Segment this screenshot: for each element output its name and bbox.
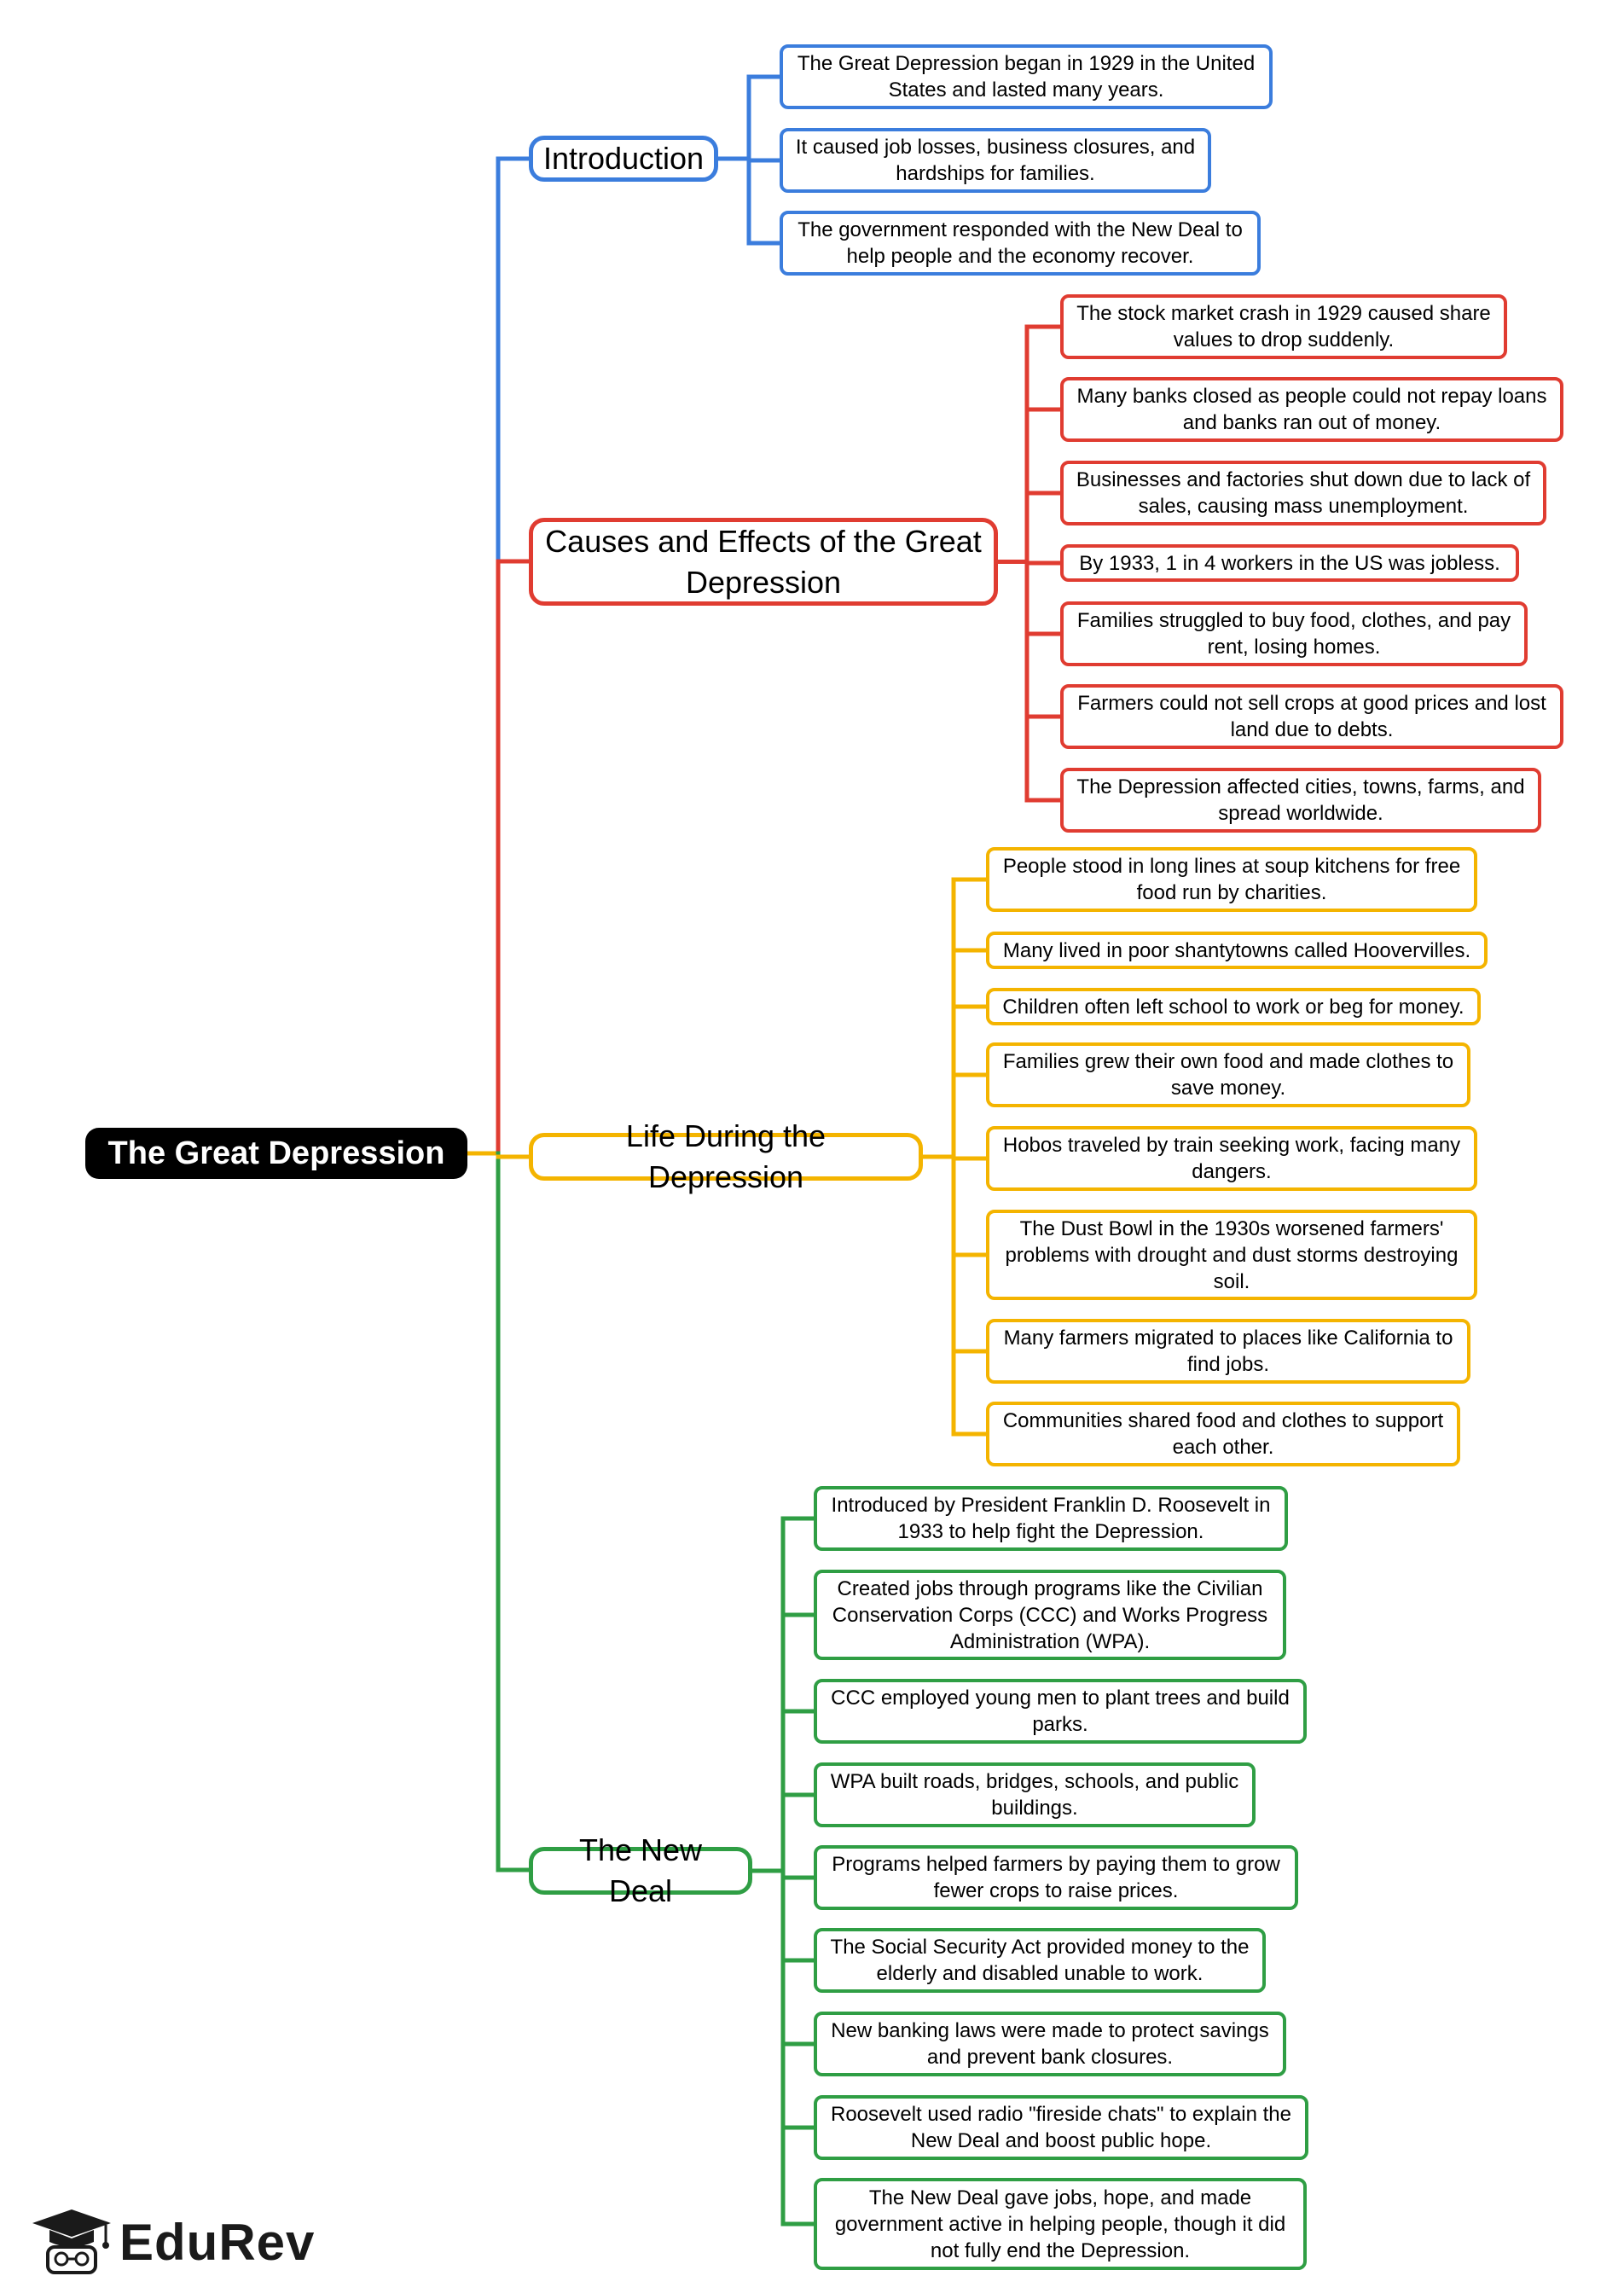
leaf-introduction-1[interactable]: The Great Depression began in 1929 in th… bbox=[780, 44, 1273, 109]
leaf-new-deal-9[interactable]: The New Deal gave jobs, hope, and made g… bbox=[814, 2178, 1307, 2270]
leaf-new-deal-5[interactable]: Programs helped farmers by paying them t… bbox=[814, 1845, 1298, 1910]
logo-text: EduRev bbox=[119, 2213, 316, 2271]
leaf-life-7[interactable]: Many farmers migrated to places like Cal… bbox=[986, 1319, 1470, 1384]
leaf-life-4[interactable]: Families grew their own food and made cl… bbox=[986, 1042, 1470, 1107]
branch-introduction[interactable]: Introduction bbox=[529, 136, 718, 182]
leaf-new-deal-1[interactable]: Introduced by President Franklin D. Roos… bbox=[814, 1486, 1288, 1551]
leaf-introduction-2[interactable]: It caused job losses, business closures,… bbox=[780, 128, 1211, 193]
leaf-life-2[interactable]: Many lived in poor shantytowns called Ho… bbox=[986, 932, 1488, 969]
leaf-life-6[interactable]: The Dust Bowl in the 1930s worsened farm… bbox=[986, 1210, 1477, 1300]
leaf-causes-4[interactable]: By 1933, 1 in 4 workers in the US was jo… bbox=[1060, 544, 1519, 582]
leaf-causes-3[interactable]: Businesses and factories shut down due t… bbox=[1060, 461, 1546, 525]
leaf-causes-5[interactable]: Families struggled to buy food, clothes,… bbox=[1060, 601, 1528, 666]
leaf-life-1[interactable]: People stood in long lines at soup kitch… bbox=[986, 847, 1477, 912]
edurev-logo: EduRev bbox=[31, 2208, 315, 2276]
leaf-new-deal-6[interactable]: The Social Security Act provided money t… bbox=[814, 1928, 1266, 1993]
leaf-new-deal-2[interactable]: Created jobs through programs like the C… bbox=[814, 1570, 1286, 1660]
leaf-causes-6[interactable]: Farmers could not sell crops at good pri… bbox=[1060, 684, 1563, 749]
leaf-causes-7[interactable]: The Depression affected cities, towns, f… bbox=[1060, 768, 1541, 833]
leaf-new-deal-4[interactable]: WPA built roads, bridges, schools, and p… bbox=[814, 1762, 1256, 1827]
leaf-life-5[interactable]: Hobos traveled by train seeking work, fa… bbox=[986, 1126, 1477, 1191]
branch-life[interactable]: Life During the Depression bbox=[529, 1118, 923, 1194]
leaf-life-3[interactable]: Children often left school to work or be… bbox=[986, 988, 1481, 1025]
leaf-introduction-3[interactable]: The government responded with the New De… bbox=[780, 211, 1261, 276]
leaf-new-deal-3[interactable]: CCC employed young men to plant trees an… bbox=[814, 1679, 1307, 1744]
leaf-causes-1[interactable]: The stock market crash in 1929 caused sh… bbox=[1060, 294, 1507, 359]
branch-causes[interactable]: Causes and Effects of the Great Depressi… bbox=[529, 518, 998, 606]
leaf-new-deal-7[interactable]: New banking laws were made to protect sa… bbox=[814, 2012, 1286, 2076]
root-node[interactable]: The Great Depression bbox=[85, 1128, 467, 1179]
leaf-life-8[interactable]: Communities shared food and clothes to s… bbox=[986, 1402, 1460, 1466]
leaf-new-deal-8[interactable]: Roosevelt used radio "fireside chats" to… bbox=[814, 2095, 1308, 2160]
leaf-causes-2[interactable]: Many banks closed as people could not re… bbox=[1060, 377, 1563, 442]
graduation-cap-icon bbox=[32, 2209, 111, 2274]
branch-new-deal[interactable]: The New Deal bbox=[529, 1832, 752, 1908]
